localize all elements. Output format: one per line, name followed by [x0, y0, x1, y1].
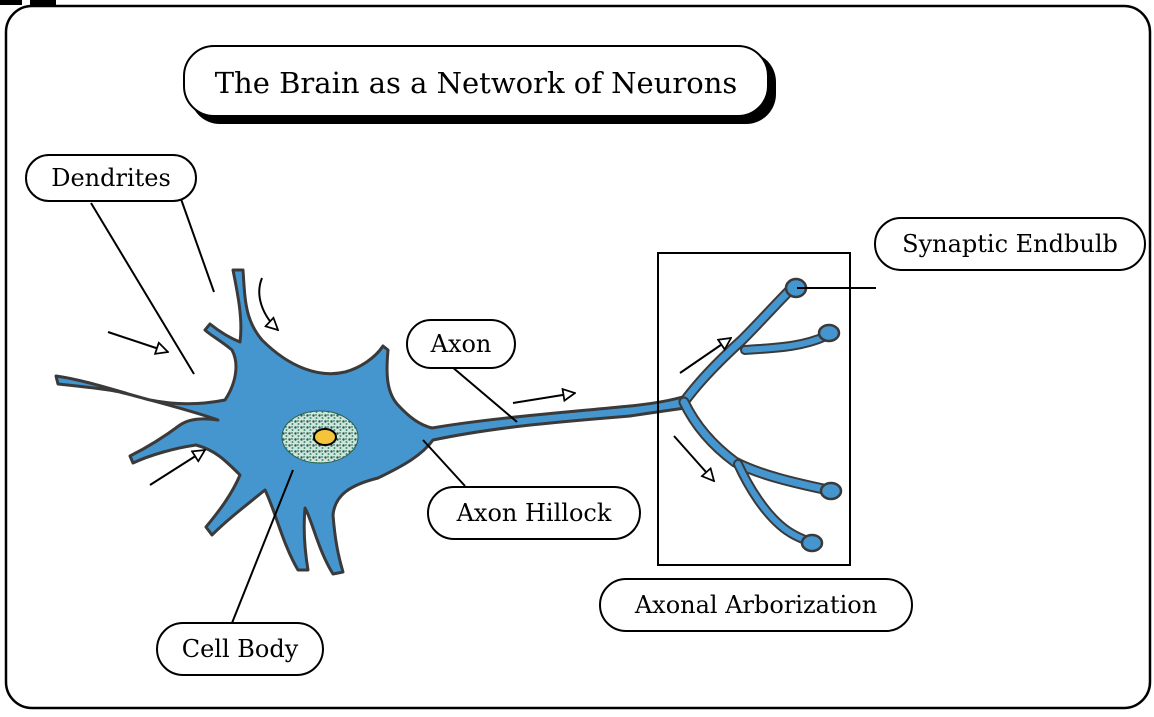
label-axon-hillock: Axon Hillock — [427, 486, 641, 540]
svg-text:Synaptic Endbulb: Synaptic Endbulb — [902, 230, 1118, 258]
svg-text:Axonal Arborization: Axonal Arborization — [634, 591, 877, 619]
label-cell-body: Cell Body — [156, 622, 324, 676]
endbulb-bottom — [800, 533, 824, 553]
label-axonal-arborization: Axonal Arborization — [599, 578, 913, 632]
svg-text:Cell Body: Cell Body — [182, 635, 299, 663]
leader-lines — [90, 198, 876, 624]
signal-arrows — [107, 277, 731, 486]
top-left-fragment — [0, 0, 56, 5]
svg-text:Dendrites: Dendrites — [51, 164, 171, 192]
svg-text:Axon: Axon — [430, 330, 492, 358]
arborization-box — [657, 252, 851, 566]
arrow-branch-upper — [679, 338, 731, 374]
neuron — [54, 268, 843, 576]
arrow-left-upper — [107, 331, 168, 352]
arrow-branch-lower — [673, 435, 714, 481]
nucleolus — [313, 428, 337, 446]
arrow-top-curved — [258, 277, 278, 330]
outer-frame — [4, 4, 1152, 710]
neuron-body — [54, 268, 688, 576]
arrow-axon — [512, 393, 575, 404]
title-box: The Brain as a Network of Neurons — [183, 45, 776, 124]
diagram-title: The Brain as a Network of Neurons — [215, 66, 738, 100]
svg-text:Axon Hillock: Axon Hillock — [456, 499, 612, 527]
axon-branches — [678, 282, 834, 547]
endbulb-lower — [819, 481, 843, 501]
label-synaptic-endbulb: Synaptic Endbulb — [874, 217, 1146, 271]
label-dendrites: Dendrites — [25, 154, 197, 202]
label-axon: Axon — [406, 319, 516, 369]
endbulb-upper — [817, 323, 841, 343]
arrow-left-lower — [149, 450, 205, 486]
